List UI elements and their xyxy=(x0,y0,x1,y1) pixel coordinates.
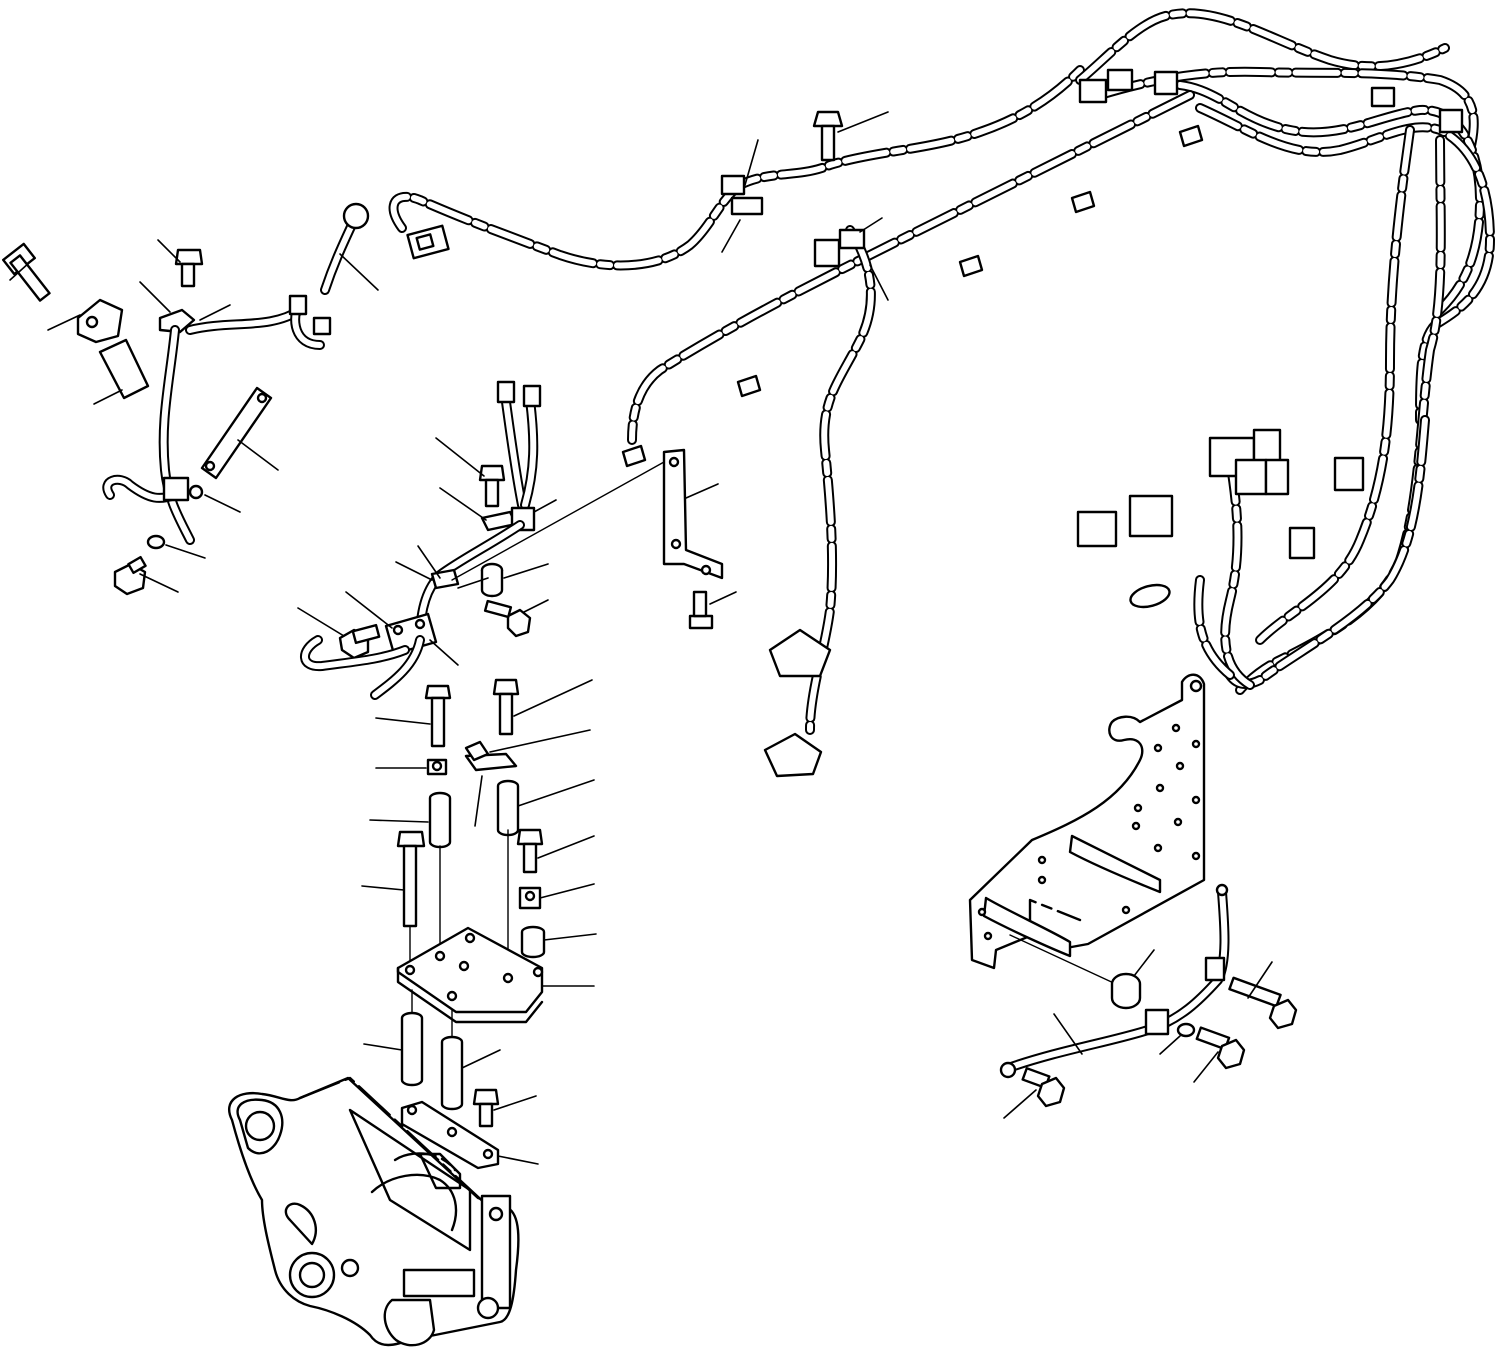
center-hose-assembly xyxy=(297,380,557,700)
ground-strap-assembly xyxy=(999,883,1298,1119)
right-mounting-bracket xyxy=(968,673,1206,986)
harness-connectors xyxy=(406,68,1464,778)
top-bolt xyxy=(721,110,889,301)
l-bracket xyxy=(451,448,737,630)
upper-left-hose-assembly xyxy=(2,202,379,596)
mounting-stack xyxy=(361,678,597,1170)
transmission-housing xyxy=(228,1076,520,1347)
